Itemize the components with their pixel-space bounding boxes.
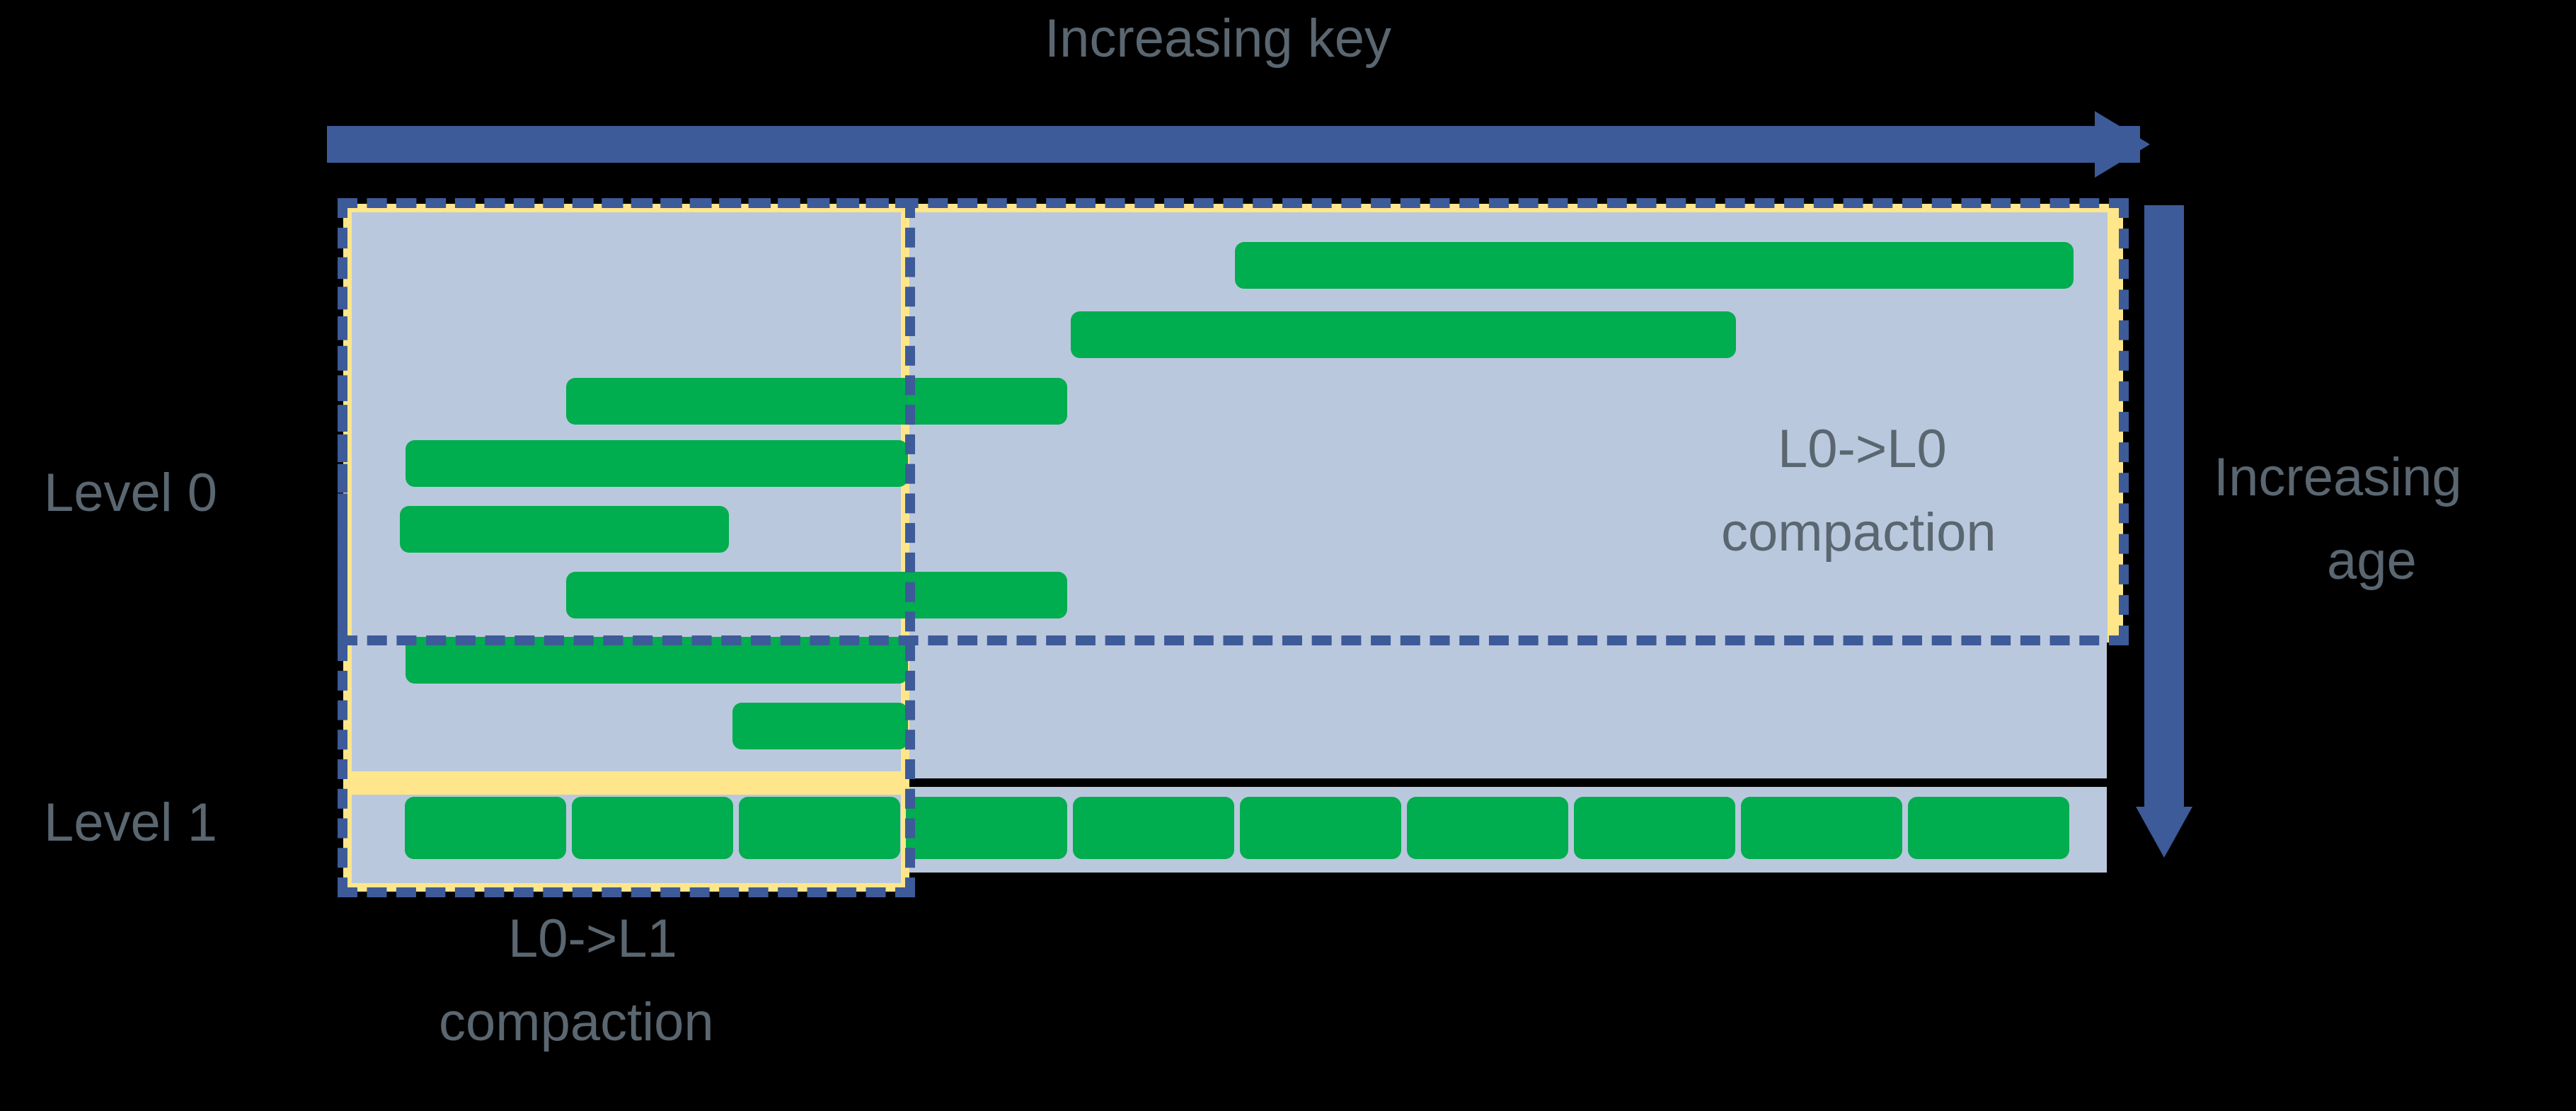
- sst-l1-7: [1574, 797, 1735, 859]
- sst-l0-0: [1235, 242, 2074, 289]
- increasing-age-label-line1: Increasing: [2214, 447, 2462, 507]
- l0-to-l0-compaction-border: [338, 198, 2129, 645]
- sst-l0-3: [406, 440, 908, 487]
- level1-label: Level 1: [44, 793, 218, 853]
- increasing-key-label: Increasing key: [1045, 8, 1392, 69]
- sst-l0-2: [566, 378, 1067, 425]
- l0-to-l1-label-line1: L0->L1: [508, 909, 677, 969]
- level-separator-gap: [909, 778, 2123, 787]
- sst-l0-1: [1071, 311, 1736, 358]
- increasing-key-arrow-shaft: [327, 126, 2140, 163]
- sst-l1-2: [739, 797, 900, 859]
- l0-to-l0-label-line1: L0->L0: [1778, 419, 1947, 479]
- sst-l1-9: [1908, 797, 2069, 859]
- sst-l1-8: [1741, 797, 1902, 859]
- sst-l1-4: [1073, 797, 1234, 859]
- increasing-age-label-line2: age: [2327, 531, 2417, 591]
- increasing-age-arrow-head-icon: [2136, 807, 2192, 858]
- increasing-key-arrow-head-icon: [2095, 111, 2150, 178]
- increasing-age-arrow-shaft: [2144, 205, 2184, 811]
- sst-l1-6: [1407, 797, 1568, 859]
- sst-l1-5: [1240, 797, 1401, 859]
- sst-l1-3: [906, 797, 1067, 859]
- sst-l0-4: [400, 506, 729, 553]
- sst-l0-7: [732, 703, 908, 749]
- level0-label: Level 0: [44, 463, 218, 523]
- l0-to-l0-label-line2: compaction: [1721, 502, 1996, 563]
- l0-to-l1-compaction-border: [338, 198, 915, 897]
- sst-l1-1: [572, 797, 733, 859]
- l0-to-l1-label-line2: compaction: [439, 992, 714, 1052]
- sst-l0-5: [566, 572, 1067, 618]
- sst-l1-0: [405, 797, 566, 859]
